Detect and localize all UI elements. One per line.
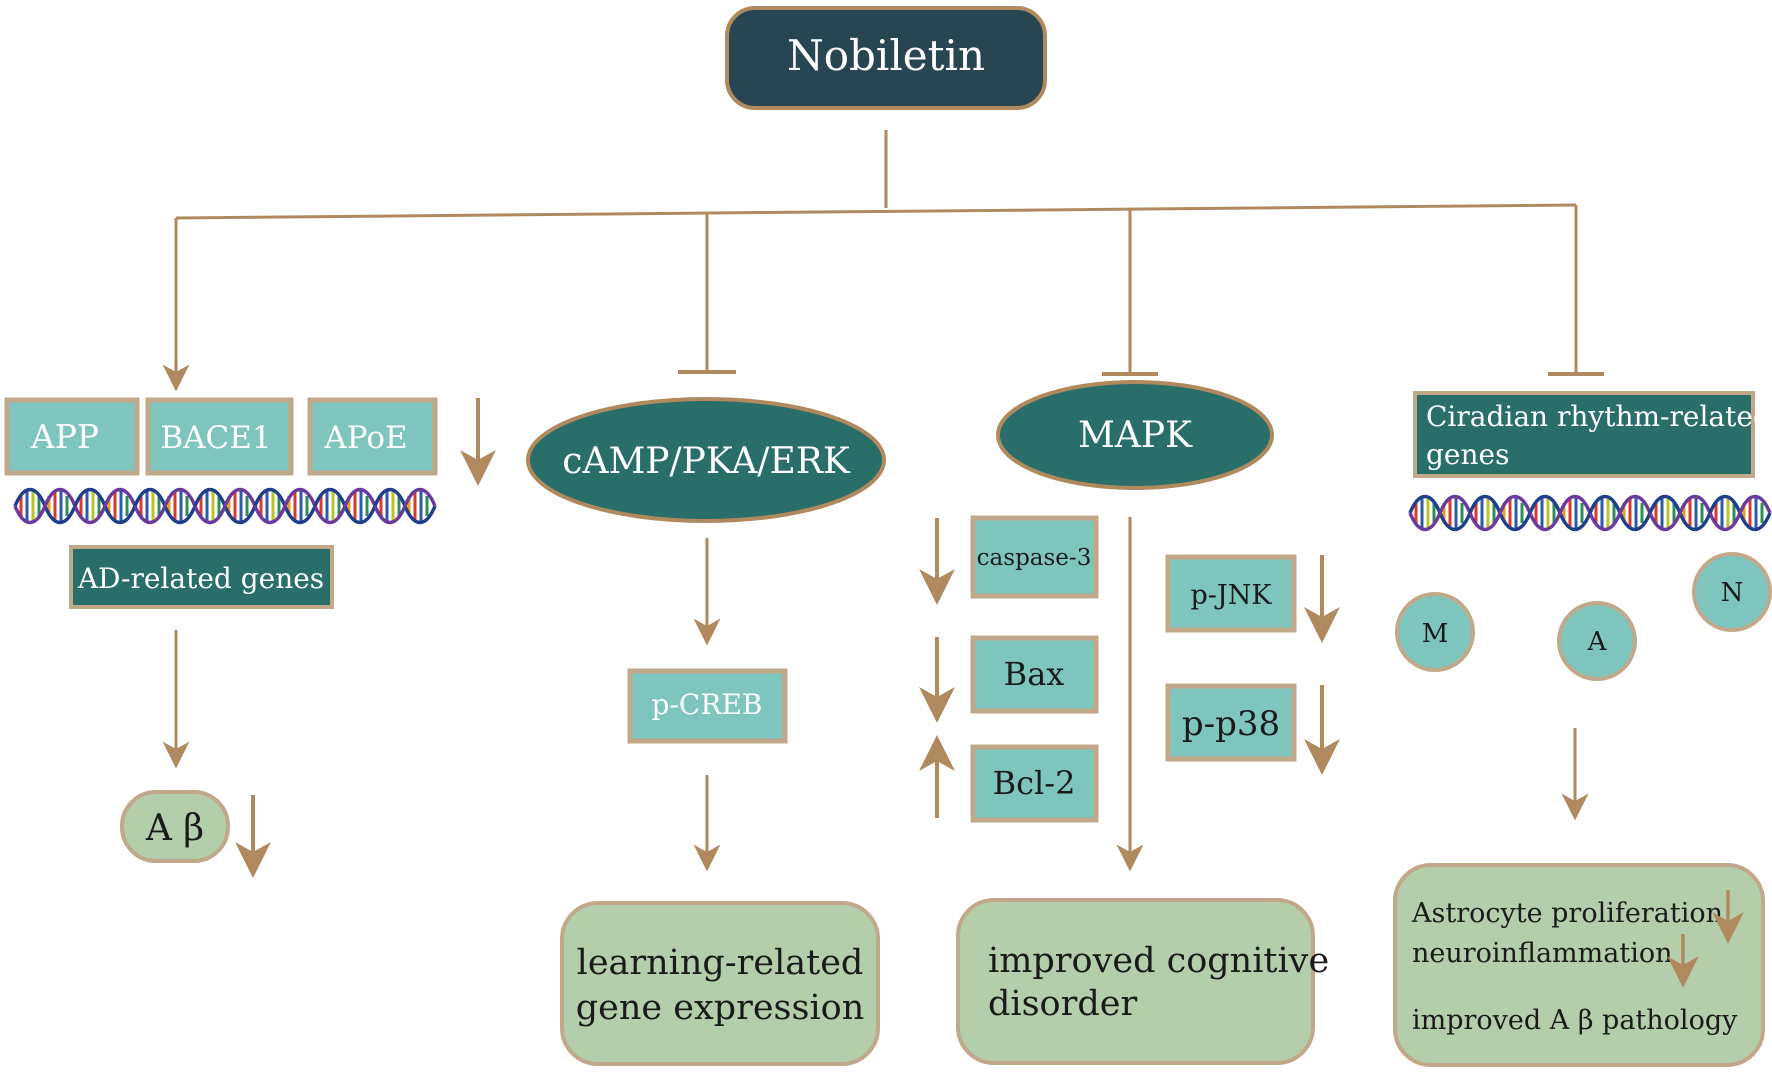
gene-box-app: APP <box>4 397 140 476</box>
p-creb-box: p-CREB <box>627 668 788 744</box>
camp-pka-erk-label: cAMP/PKA/ERK <box>562 441 851 482</box>
astrocyte-cell: A <box>1557 601 1637 681</box>
dna-helix-icon <box>1408 494 1772 532</box>
bax-label: Bax <box>1004 655 1065 693</box>
cognitive-outcome-line2: disorder <box>988 984 1137 1024</box>
circadian-genes-box: Ciradian rhythm-related genes <box>1413 391 1771 478</box>
circadian-label-line2: genes <box>1426 438 1509 471</box>
p-jnk-box: p-JNK <box>1165 554 1297 633</box>
camp-pka-erk-node: cAMP/PKA/ERK <box>526 397 886 523</box>
microglia-cell: M <box>1395 592 1475 672</box>
caspase-3-box: caspase-3 <box>970 515 1099 599</box>
caspase-3-label: caspase-3 <box>977 545 1092 571</box>
learning-outcome-line2: gene expression <box>576 988 865 1028</box>
improved-cognitive-box: improved cognitive disorder <box>956 898 1329 1065</box>
circadian-label-line1: Ciradian rhythm-related <box>1426 400 1771 433</box>
nobiletin-node: Nobiletin <box>725 6 1047 110</box>
astrocyte-label: A <box>1587 627 1608 657</box>
learning-outcome-line1: learning-related <box>577 943 864 983</box>
gene-box-bace1: BACE1 <box>145 397 294 476</box>
dna-helix-icon <box>13 487 437 525</box>
bcl-2-box: Bcl-2 <box>970 744 1099 823</box>
astrocyte-outcome-line1: Astrocyte proliferation <box>1411 898 1723 929</box>
abeta-node: A β <box>120 790 230 863</box>
neuron-cell: N <box>1692 552 1772 632</box>
neuron-label: N <box>1721 578 1744 608</box>
learning-gene-expression-box: learning-related gene expression <box>560 901 880 1066</box>
astrocyte-outcome-line3: improved A β pathology <box>1412 1005 1738 1036</box>
microglia-label: M <box>1422 619 1449 649</box>
p-creb-label: p-CREB <box>652 688 763 721</box>
bcl-2-label: Bcl-2 <box>993 764 1076 802</box>
mapk-node: MAPK <box>996 380 1274 490</box>
nobiletin-title: Nobiletin <box>787 31 985 80</box>
branch4: Ciradian rhythm-related genes M A N Astr… <box>1393 391 1772 1067</box>
gene-label-bace1: BACE1 <box>160 420 271 456</box>
mapk-label: MAPK <box>1078 415 1193 456</box>
bax-box: Bax <box>970 635 1099 714</box>
astrocyte-outcome-box: Astrocyte proliferation neuroinflammatio… <box>1393 863 1765 1067</box>
gene-label-app: APP <box>30 417 99 456</box>
gene-box-apoe: APoE <box>307 397 438 476</box>
branch2: cAMP/PKA/ERK p-CREB learning-related gen… <box>526 397 886 1066</box>
cognitive-outcome-line1: improved cognitive <box>988 941 1329 981</box>
ad-related-genes-box: AD-related genes <box>69 545 334 609</box>
branch3: MAPK caspase-3 Bax Bcl-2 p-JNK p-p38 <box>919 380 1340 1065</box>
gene-label-apoe: APoE <box>323 420 407 456</box>
branch1: APP BACE1 APoE AD-related genes A β <box>4 397 496 878</box>
branch-connectors <box>162 130 1604 392</box>
p-jnk-label: p-JNK <box>1190 580 1272 611</box>
p-p38-label: p-p38 <box>1182 704 1280 744</box>
abeta-label: A β <box>145 808 204 849</box>
ad-related-genes-label: AD-related genes <box>77 562 324 595</box>
astrocyte-outcome-line2: neuroinflammation <box>1412 938 1672 969</box>
p-p38-box: p-p38 <box>1165 683 1297 762</box>
